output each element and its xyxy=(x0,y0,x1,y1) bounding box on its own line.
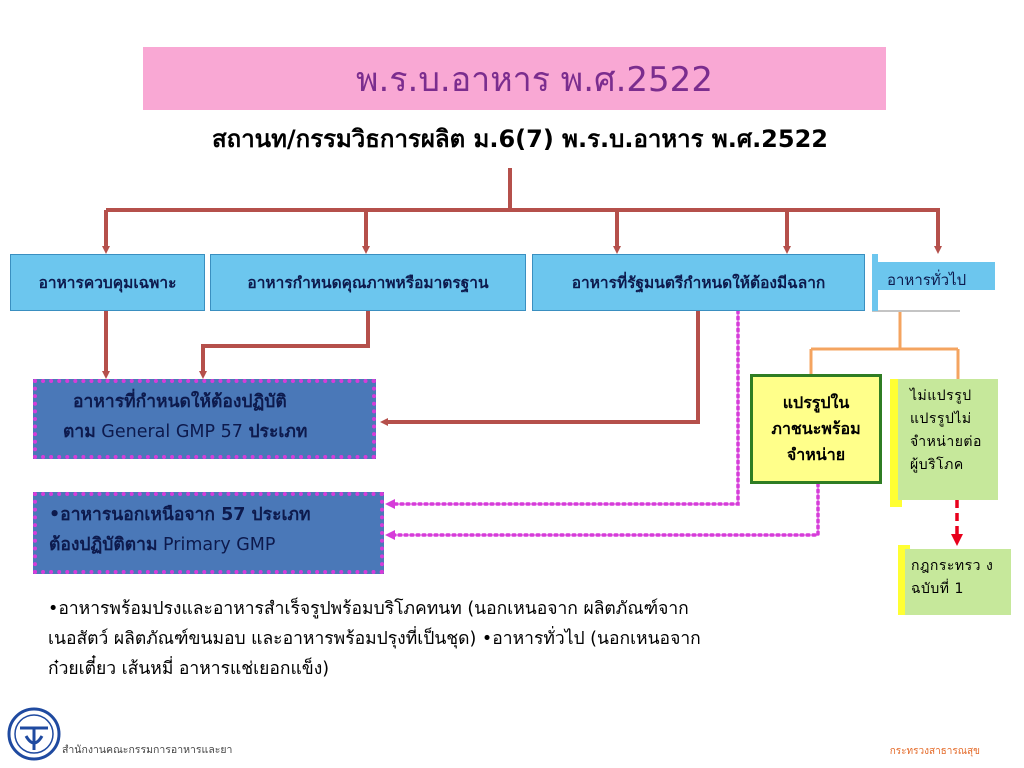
category-controlled-food: อาหารควบคุมเฉพาะ xyxy=(10,254,205,311)
processed-line3: จำหน่าย xyxy=(786,445,846,464)
footnote-text: •อาหารพร้อมปรงและอาหารสำเร็จรูปพร้อมบริโ… xyxy=(48,594,848,684)
category-labeled-label: อาหารที่รัฐมนตรีกำหนดให้ต้องมีฉลาก xyxy=(571,274,826,292)
category-labeled-food: อาหารที่รัฐมนตรีกำหนดให้ต้องมีฉลาก xyxy=(532,254,865,311)
primary-gmp-line2: ต้องปฏิบัติตาม Primary GMP xyxy=(49,530,372,560)
footnote-line1: •อาหารพร้อมปรงและอาหารสำเร็จรูปพร้อมบริโ… xyxy=(48,599,689,619)
category-quality-food: อาหารกำหนดคุณภาพหรือมาตรฐาน xyxy=(210,254,526,311)
gmp-57-prefix: ตาม xyxy=(63,422,96,442)
gmp-57-code: General GMP 57 xyxy=(95,422,249,442)
gmp-57-suffix: ประเภท xyxy=(248,422,308,442)
category-controlled-label: อาหารควบคุมเฉพาะ xyxy=(38,274,177,292)
footnote-line2: เนอสัตว์ ผลิตภัณฑ์ขนมอบ และอาหารพร้อมปรุ… xyxy=(48,629,701,649)
unprocessed-line4: ผู้บริโภค xyxy=(910,457,964,473)
labeled-to-gmp xyxy=(380,311,700,426)
gmp-57-line1: อาหารที่กำหนดให้ต้องปฏิบัติ xyxy=(73,392,287,412)
primary-gmp-code: Primary GMP xyxy=(157,535,276,555)
ministerial-regulation-box: กฎกระทรว ง ฉบับที่ 1 xyxy=(905,549,1011,615)
dotted-labeled-to-primary xyxy=(385,309,740,509)
unprocessed-box: ไม่แปรรูป แปรรูปไม่ จำหน่ายต่อ ผู้บริโภค xyxy=(898,379,998,500)
unprocessed-line3: จำหน่ายต่อ xyxy=(910,434,982,450)
gmp-57-line2: ตาม General GMP 57 ประเภท xyxy=(63,417,360,447)
category-general-label: อาหารทั่วไป xyxy=(887,271,967,289)
page-subtitle: สถานท/กรรมวิธการผลิต ม.6(7) พ.ร.บ.อาหาร … xyxy=(212,124,828,153)
general-box-edge xyxy=(872,254,878,311)
processed-line1: แปรรูปใน xyxy=(782,393,850,412)
category-general-food: อาหารทั่วไป xyxy=(877,262,995,290)
processed-line2: ภาชนะพร้อม xyxy=(771,419,861,438)
regulation-line2: ฉบับที่ 1 xyxy=(911,581,964,597)
footnote-line3: ก๋วยเตี๋ยว เส้นหมี่ อาหารแช่เยอกแข็ง) xyxy=(48,659,330,679)
gmp-57-box: อาหารที่กำหนดให้ต้องปฏิบัติ ตาม General … xyxy=(33,379,376,459)
quality-to-gmp xyxy=(199,311,370,379)
primary-gmp-prefix: ต้องปฏิบัติตาม xyxy=(49,535,158,555)
processed-in-container-box: แปรรูปใน ภาชนะพร้อม จำหน่าย xyxy=(750,374,882,484)
category-quality-label: อาหารกำหนดคุณภาพหรือมาตรฐาน xyxy=(247,274,489,292)
page-title: พ.ร.บ.อาหาร พ.ศ.2522 xyxy=(356,59,713,100)
unprocessed-line2: แปรรูปไม่ xyxy=(910,411,972,427)
primary-gmp-box: •อาหารนอกเหนือจาก 57 ประเภท ต้องปฏิบัติต… xyxy=(33,492,384,574)
title-bar: พ.ร.บ.อาหาร พ.ศ.2522 xyxy=(143,47,886,110)
primary-gmp-line1: •อาหารนอกเหนือจาก 57 ประเภท xyxy=(49,505,311,525)
unprocessed-line1: ไม่แปรรูป xyxy=(910,388,972,404)
dotted-processed-to-primary xyxy=(385,482,820,540)
footer-agency: สำนักงานคณะกรรมการอาหารและยา xyxy=(62,744,233,756)
fda-logo-icon xyxy=(7,707,61,761)
regulation-line1: กฎกระทรว ง xyxy=(911,558,994,574)
footer-ministry: กระทรวงสาธารณสุข xyxy=(889,746,980,757)
